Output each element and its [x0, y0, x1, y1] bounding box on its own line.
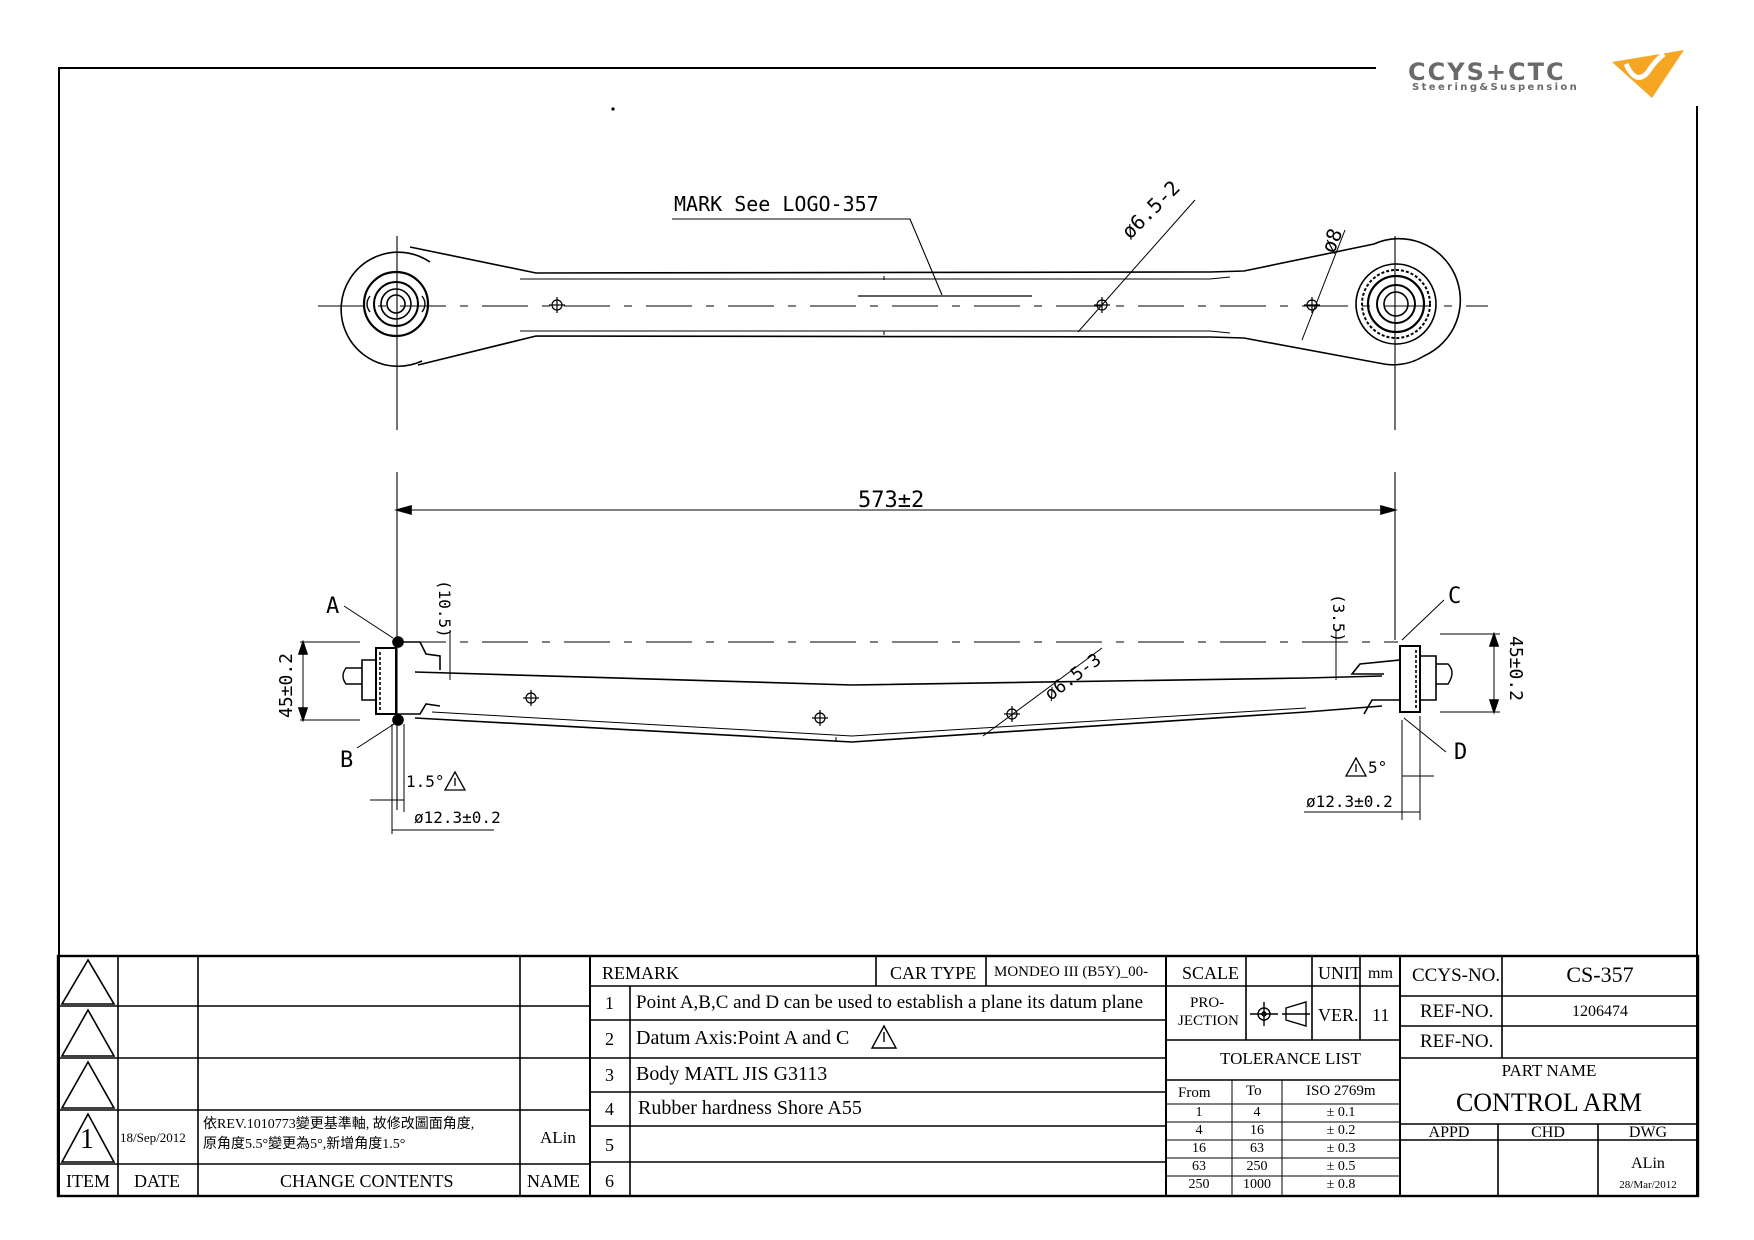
tolerance-title: TOLERANCE LIST: [1220, 1049, 1361, 1068]
ver-label: VER.: [1318, 1005, 1359, 1025]
remark-text-1: Point A,B,C and D can be used to establi…: [636, 992, 1144, 1013]
scale-label: SCALE: [1182, 963, 1240, 983]
tolerance-to: 1000: [1243, 1177, 1271, 1192]
remark-num-4: 4: [605, 1099, 614, 1119]
remark-num-1: 1: [605, 993, 614, 1013]
remark-text-4: Rubber hardness Shore A55: [638, 1097, 862, 1119]
projection-label-1: PRO-: [1190, 995, 1225, 1011]
remark-num-5: 5: [605, 1135, 614, 1155]
revision-item: 1: [80, 1124, 94, 1155]
tolerance-from: 1: [1195, 1105, 1203, 1120]
header-change-contents: CHANGE CONTENTS: [280, 1171, 454, 1191]
mark-note: MARK See LOGO-357: [674, 192, 879, 216]
warning-triangle-icon: [443, 756, 1368, 791]
projection-symbol-icon: [1250, 1001, 1310, 1027]
tolerance-value: ± 0.8: [1326, 1177, 1356, 1192]
tolerance-value: ± 0.5: [1326, 1159, 1356, 1174]
tolerance-header-from: From: [1178, 1085, 1211, 1101]
tolerance-to: 16: [1250, 1123, 1264, 1138]
tolerance-from: 16: [1192, 1141, 1206, 1156]
part-name-value: CONTROL ARM: [1455, 1088, 1643, 1117]
ccys-no-label: CCYS-NO.: [1412, 965, 1501, 986]
point-b-label: B: [340, 748, 354, 773]
unit-label: UNIT: [1318, 963, 1361, 983]
header-name: NAME: [527, 1171, 580, 1191]
point-c-label: C: [1448, 584, 1462, 609]
tolerance-header-to: To: [1246, 1083, 1262, 1099]
dim-right-bore: ø12.3±0.2: [1306, 792, 1393, 811]
revision-date: 18/Sep/2012: [120, 1130, 186, 1145]
brand-logo: CCYS+CTC: [1408, 58, 1566, 86]
dim-length: 573±2: [858, 488, 925, 513]
remark-num-6: 6: [605, 1171, 614, 1191]
ref-no-label: REF-NO.: [1420, 1001, 1494, 1022]
dim-right-angle: 5°: [1368, 758, 1388, 777]
ref-no-value: 1206474: [1572, 1003, 1628, 1020]
dwg-date: 28/Mar/2012: [1619, 1179, 1677, 1191]
revision-contents-line2: 原角度5.5°變更為5°,新增角度1.5°: [203, 1137, 406, 1152]
projection-label-2: JECTION: [1178, 1013, 1239, 1029]
ref-no-label-2: REF-NO.: [1420, 1031, 1494, 1052]
tolerance-to: 250: [1246, 1159, 1268, 1174]
tolerance-from: 250: [1188, 1177, 1210, 1192]
remark-num-3: 3: [605, 1065, 614, 1085]
ccys-no-value: CS-357: [1566, 962, 1634, 987]
remark-text-3: Body MATL JIS G3113: [636, 1063, 828, 1085]
car-type-label: CAR TYPE: [890, 963, 977, 983]
tolerance-value: ± 0.1: [1326, 1105, 1356, 1120]
header-date: DATE: [134, 1171, 180, 1191]
remark-title: REMARK: [602, 963, 680, 983]
remark-text-2: Datum Axis:Point A and C: [636, 1027, 850, 1049]
dim-left-bore: ø12.3±0.2: [414, 808, 501, 827]
ver-value: 11: [1372, 1005, 1390, 1025]
tolerance-from: 4: [1195, 1123, 1203, 1138]
unit-value: mm: [1368, 965, 1393, 982]
revision-contents-line1: 依REV.1010773變更基準軸, 故修改圖面角度,: [203, 1117, 475, 1132]
header-item: ITEM: [66, 1171, 110, 1191]
appd-label: APPD: [1428, 1124, 1470, 1141]
car-type-value: MONDEO III (B5Y)_00-: [994, 964, 1149, 980]
point-a-label: A: [326, 594, 340, 619]
dwg-label: DWG: [1628, 1124, 1668, 1141]
tolerance-from: 63: [1192, 1159, 1206, 1174]
revision-triangle-icon: [60, 958, 116, 1163]
tolerance-header-iso: ISO 2769m: [1306, 1083, 1376, 1099]
brand-tagline: Steering&Suspension: [1412, 82, 1580, 93]
warning-triangle-icon: [870, 1024, 898, 1049]
tolerance-value: ± 0.3: [1326, 1141, 1356, 1156]
remark-num-2: 2: [605, 1029, 614, 1049]
dim-left-angle: 1.5°: [406, 772, 445, 791]
tolerance-value: ± 0.2: [1326, 1123, 1356, 1138]
tolerance-to: 63: [1250, 1141, 1264, 1156]
dwg-name: ALin: [1631, 1155, 1665, 1172]
tolerance-to: 4: [1253, 1105, 1261, 1120]
chd-label: CHD: [1531, 1124, 1565, 1141]
revision-name: ALin: [540, 1128, 576, 1147]
point-d-label: D: [1454, 740, 1468, 765]
part-name-label: PART NAME: [1501, 1061, 1597, 1080]
